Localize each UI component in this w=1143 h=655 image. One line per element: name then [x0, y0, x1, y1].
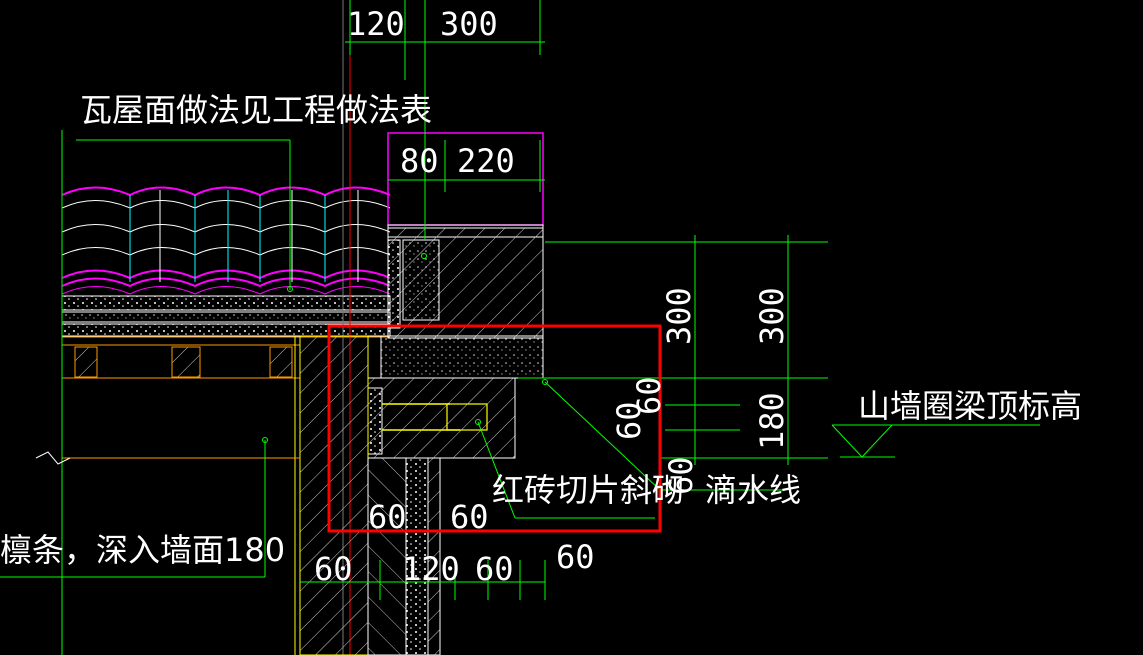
leader-markers: [262, 253, 548, 443]
dim-bottom-120: 120: [402, 550, 460, 588]
dim-bottom-60-a: 60: [368, 498, 407, 536]
highlight-box: [327, 324, 662, 533]
dimension-labels: 120 300 80 220 300 300 180 60 60 60 60 6…: [314, 5, 791, 588]
dim-top-300: 300: [440, 5, 498, 43]
wall-structure: [35, 132, 544, 655]
dim-right-60-c: 60: [662, 456, 700, 495]
ring-beam-note-label: 山墙圈梁顶标高: [858, 387, 1082, 425]
dim-bottom-60-c: 60: [314, 550, 353, 588]
roof-note-label: 瓦屋面做法见工程做法表: [80, 91, 432, 129]
roof-tiles: [61, 186, 391, 379]
dim-cap-220: 220: [457, 142, 515, 180]
dim-right-60-b: 60: [630, 376, 668, 415]
dim-bottom-60-d: 60: [475, 550, 514, 588]
dim-cap-80: 80: [400, 142, 439, 180]
dim-top-120: 120: [347, 5, 405, 43]
dim-right-60-a: 60: [610, 401, 648, 440]
dimension-lines: [0, 0, 1040, 600]
annotation-labels: 瓦屋面做法见工程做法表 檩条，深入墙面180 红砖切片斜砌 滴水线 山墙圈梁顶标…: [0, 91, 1082, 569]
dim-right-300-b: 300: [753, 287, 791, 345]
brick-note-label: 红砖切片斜砌: [492, 471, 684, 509]
dim-bottom-60-b: 60: [450, 498, 489, 536]
dim-right-300-a: 300: [660, 287, 698, 345]
purlin-note-label: 檩条，深入墙面180: [0, 531, 285, 569]
dim-bottom-60-e: 60: [556, 538, 595, 576]
dim-right-180: 180: [753, 392, 791, 450]
drip-note-label: 滴水线: [705, 471, 801, 509]
